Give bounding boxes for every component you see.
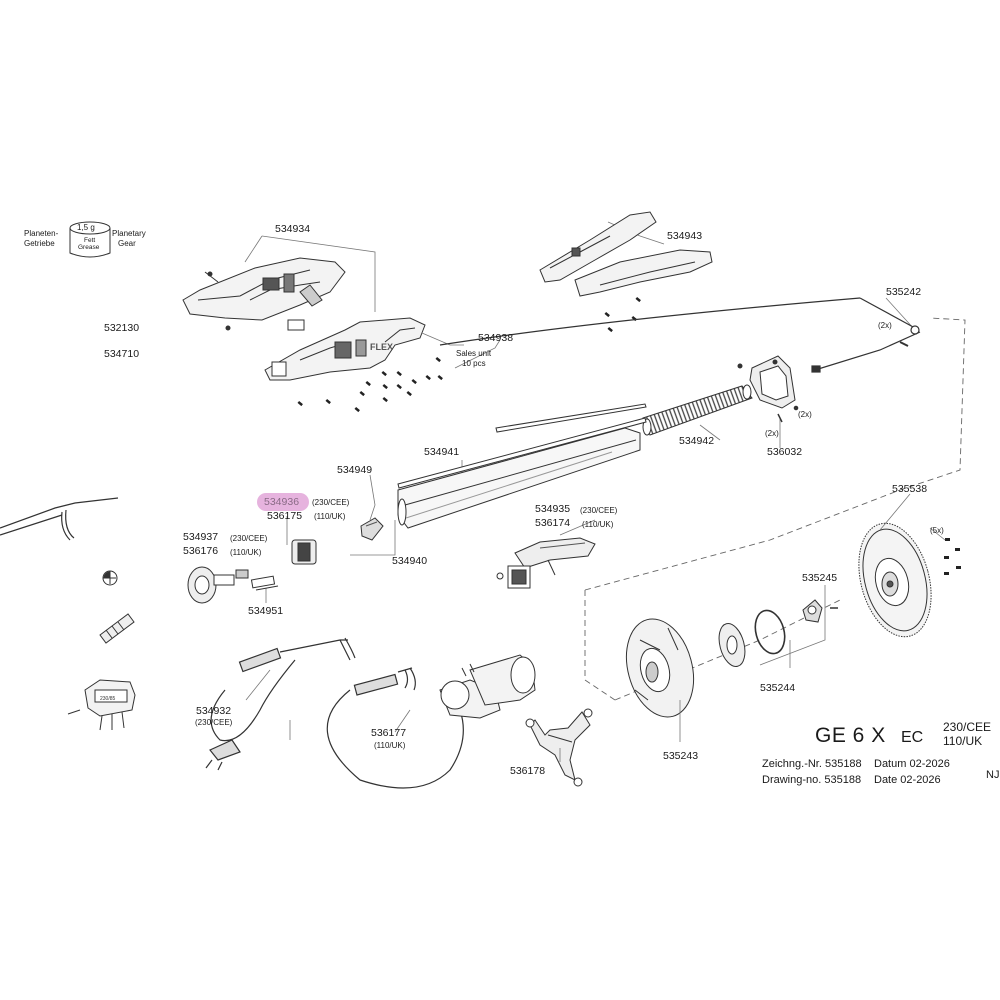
power-cable-534932 — [205, 637, 356, 771]
spiral-hose-534942 — [642, 384, 753, 436]
screw-set — [297, 296, 641, 413]
part-number-536174: 536174 — [535, 517, 571, 529]
terminal-block: 230/85 — [67, 679, 136, 731]
part-number-534935: 534935 — [535, 503, 571, 515]
model-title: GE 6 X — [815, 724, 886, 747]
part-number-535242: 535242 — [886, 286, 922, 298]
sanding-disc-535538 — [858, 522, 932, 638]
grease-can-icon — [69, 221, 111, 258]
handle-534943 — [539, 211, 713, 297]
grease-word-fett: Fett — [84, 237, 96, 244]
housing-shell-right: FLEX — [264, 317, 426, 381]
part-number-534934: 534934 — [275, 223, 311, 235]
voltage-label-2: 110/UK — [943, 734, 983, 748]
part-number-535538: 535538 — [892, 483, 928, 495]
ground-symbol-icon — [102, 570, 118, 586]
part-number-534949: 534949 — [337, 464, 373, 476]
part-number-536032: 536032 — [767, 446, 803, 458]
hub-535245 — [802, 599, 838, 623]
star-knob-536178 — [525, 708, 593, 787]
leader-lines-lower — [394, 493, 946, 762]
sales-unit-qty: 10 pcs — [462, 359, 486, 368]
part-number-534937: 534937 — [183, 531, 219, 543]
part-number-534951: 534951 — [248, 605, 284, 617]
part-number-534943: 534943 — [667, 230, 703, 242]
drive-shaft-534941 — [495, 403, 647, 433]
part-number-536175: 536175 — [267, 510, 303, 522]
o-ring — [754, 609, 786, 655]
cable-left — [0, 497, 119, 541]
voltage-536176: (110/UK) — [230, 548, 262, 557]
part-number-534942: 534942 — [679, 435, 715, 447]
grease-label-en-1: Planetary — [112, 229, 146, 238]
part-number-534932: 534932 — [196, 705, 232, 717]
date-de: Datum 02-2026 — [874, 758, 950, 770]
drawing-number-de: Zeichng.-Nr. 535188 — [762, 758, 862, 770]
part-number-535243: 535243 — [663, 750, 699, 762]
voltage-534936: (230/CEE) — [312, 498, 350, 507]
part-number-534710: 534710 — [104, 348, 140, 360]
part-number-534938: 534938 — [478, 332, 514, 344]
plug-rating-text: 230/85 — [100, 696, 116, 702]
sales-unit-label: Sales unit — [456, 349, 492, 358]
part-number-536178: 536178 — [510, 765, 546, 777]
qty-2x-a: (2x) — [878, 321, 892, 330]
date-en: Date 02-2026 — [874, 774, 941, 786]
part-number-536176: 536176 — [183, 545, 219, 557]
grease-label-de-1: Planeten- — [24, 229, 59, 238]
cable-gland — [99, 613, 135, 644]
part-number-534941: 534941 — [424, 446, 460, 458]
drawing-number-en: Drawing-no. 535188 — [762, 774, 862, 786]
motor-534936 — [291, 539, 317, 565]
voltage-534932: (230/CEE) — [195, 718, 233, 727]
part-number-536177: 536177 — [371, 727, 407, 739]
part-number-534936[interactable]: 534936 — [264, 496, 300, 508]
voltage-534937: (230/CEE) — [230, 534, 268, 543]
cable-535242 — [439, 297, 921, 373]
highlight-marker — [257, 493, 309, 511]
leader-lines — [244, 221, 916, 740]
housing-shell-534934 — [182, 257, 346, 331]
tube-534940 — [397, 427, 641, 529]
connector-plug — [439, 654, 536, 719]
voltage-534935: (230/CEE) — [580, 506, 618, 515]
disc-535244 — [718, 623, 746, 667]
clip-534949 — [360, 517, 384, 541]
part-number-532130: 532130 — [104, 322, 140, 334]
inner-rod — [397, 417, 647, 489]
brand-logo-text: FLEX — [370, 342, 393, 352]
qty-5x: (5x) — [930, 526, 944, 535]
gear-534937 — [187, 566, 249, 604]
cover-plate-535243 — [625, 618, 695, 718]
qty-2x-b: (2x) — [798, 410, 812, 419]
grease-label-de-2: Getriebe — [24, 239, 55, 248]
part-number-535244: 535244 — [760, 682, 796, 694]
power-cable-536177 — [326, 667, 464, 789]
part-number-534940: 534940 — [392, 555, 428, 567]
switch-534935 — [496, 537, 596, 589]
screws-5x — [944, 538, 961, 575]
bracket-536032 — [737, 355, 799, 423]
plug-534951 — [250, 575, 279, 591]
grease-word-grease: Grease — [78, 244, 100, 251]
grease-amount: 1,5 g — [77, 223, 95, 232]
voltage-536175: (110/UK) — [314, 512, 346, 521]
part-number-535245: 535245 — [802, 572, 838, 584]
grease-label-en-2: Gear — [118, 239, 136, 248]
drafter-initials: NJ — [986, 769, 1000, 781]
voltage-536174: (110/UK) — [582, 520, 614, 529]
qty-2x-c: (2x) — [765, 429, 779, 438]
voltage-label-1: 230/CEE — [943, 720, 992, 734]
ec-label: EC — [901, 729, 924, 746]
voltage-536177: (110/UK) — [374, 741, 406, 750]
